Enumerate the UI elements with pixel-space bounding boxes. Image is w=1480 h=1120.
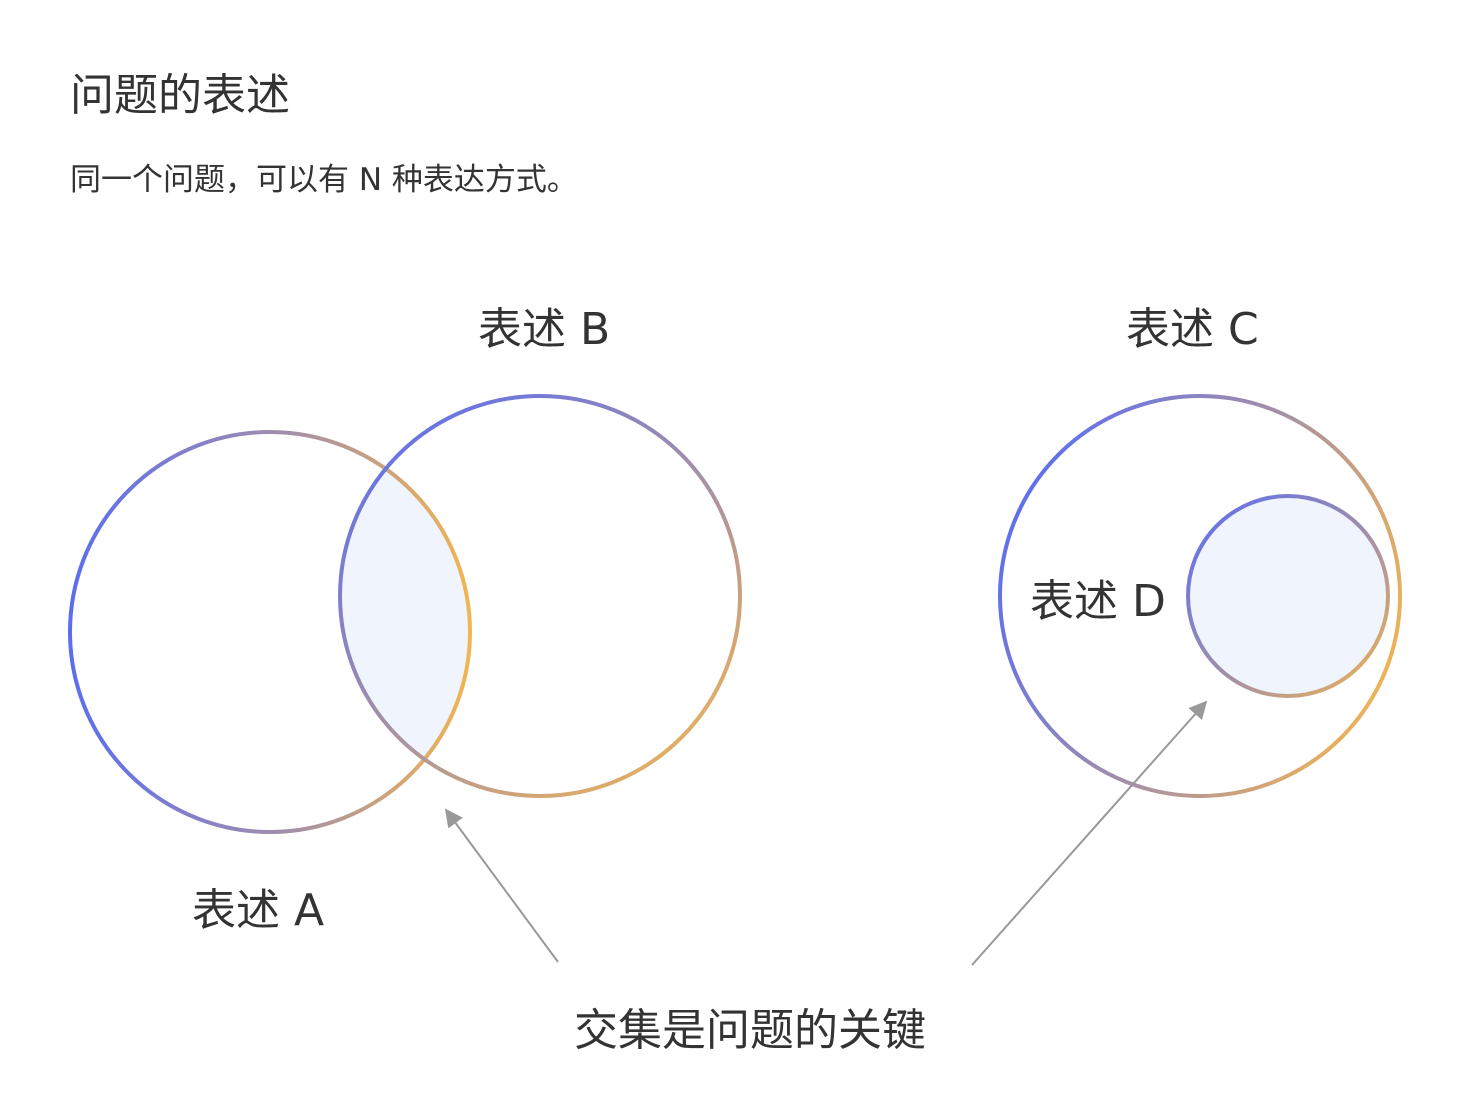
page-title: 问题的表述 xyxy=(70,70,290,121)
page-subtitle: 同一个问题，可以有 N 种表达方式。 xyxy=(70,162,578,198)
arrow-to-circle-d xyxy=(971,700,1208,966)
label-d: 表述 D xyxy=(1030,576,1166,627)
circle-d xyxy=(1186,494,1390,698)
intersection-ab-fill xyxy=(340,432,470,796)
label-b: 表述 B xyxy=(478,304,610,355)
callout-label: 交集是问题的关键 xyxy=(574,1005,926,1056)
circle-b xyxy=(338,394,742,798)
label-a: 表述 A xyxy=(192,885,324,936)
circle-c xyxy=(998,394,1402,798)
label-c: 表述 C xyxy=(1126,304,1259,355)
arrow-to-intersection xyxy=(444,808,559,963)
circle-a xyxy=(68,430,472,834)
